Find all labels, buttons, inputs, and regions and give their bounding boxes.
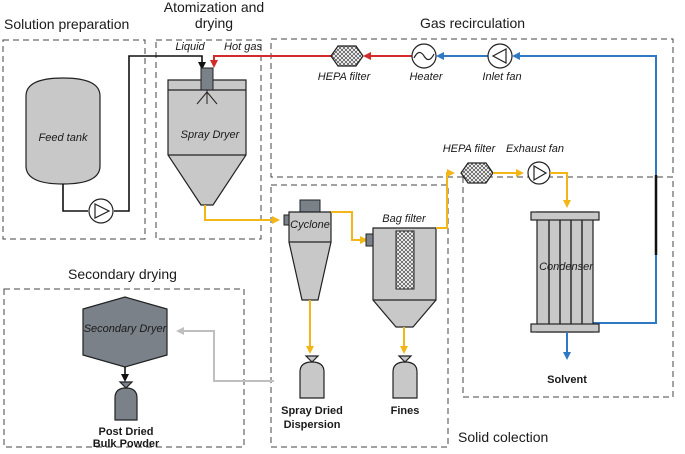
inlet-fan-label: Inlet fan [482,71,521,83]
atomization-drying-box [155,39,262,240]
spray-dried-label-1: Spray Dried [281,405,343,417]
heater-icon [411,43,437,69]
inlet-fan-icon [487,43,513,69]
gas-line-bag-filter-to-hepa [436,169,455,229]
product-line-dryer-to-cyclone [204,205,280,224]
hepa-filter-mid-label: HEPA filter [443,143,497,155]
section-title-solid-collection: Solid colection [458,429,548,445]
liquid-line-tank-to-pump [62,184,88,212]
exhaust-fan-icon [527,161,551,185]
post-dried-label-2: Bulk Powder [93,438,160,450]
post-dried-label-1: Post Dried [98,426,153,438]
hepa-filter-top-label: HEPA filter [318,71,372,83]
bag-filter [365,227,437,328]
cyclone-label: Cyclone [290,219,330,231]
transfer-line-to-secondary-dryer [176,327,274,382]
feed-pump-icon [88,198,114,224]
spray-dryer [167,67,247,206]
bag-filter-label: Bag filter [382,213,427,225]
feed-tank-label: Feed tank [39,132,88,144]
section-title-solution-preparation: Solution preparation [4,16,129,32]
fines-label: Fines [391,405,420,417]
post-dried-container [114,381,138,421]
exhaust-fan-label: Exhaust fan [506,143,564,155]
fines-collector [392,355,418,399]
gas-line-exhaust-fan-to-condenser [550,172,571,208]
secondary-dryer-label: Secondary Dryer [84,323,168,335]
condenser-label: Condenser [539,261,594,273]
spray-dried-label-2: Dispersion [284,419,341,431]
hot-gas-label: Hot gas [224,41,262,53]
solvent-label: Solvent [547,374,587,386]
liquid-label: Liquid [175,41,205,53]
gas-recirculation-box-top [270,38,674,178]
spray-dried-collector [299,355,325,399]
hot-gas-line [210,55,331,68]
liquid-line-pump-to-nozzle [114,55,206,212]
condenser [530,211,600,333]
section-title-atomization-2: drying [195,15,233,31]
hepa-filter-mid-icon [460,162,494,184]
section-title-secondary-drying: Secondary drying [68,266,177,282]
hepa-filter-top-icon [330,45,364,67]
section-title-atomization-1: Atomization and [164,0,264,15]
gas-recirculation-box-bottom [462,177,674,398]
product-line-cyclone-to-bag-filter [331,211,368,244]
heater-label: Heater [409,71,443,83]
section-title-gas-recirculation: Gas recirculation [420,15,525,31]
secondary-drying-box [3,288,245,448]
feed-tank [25,77,101,185]
solution-preparation-box [2,39,146,240]
spray-dryer-label: Spray Dryer [181,129,241,141]
cyclone [283,199,332,301]
